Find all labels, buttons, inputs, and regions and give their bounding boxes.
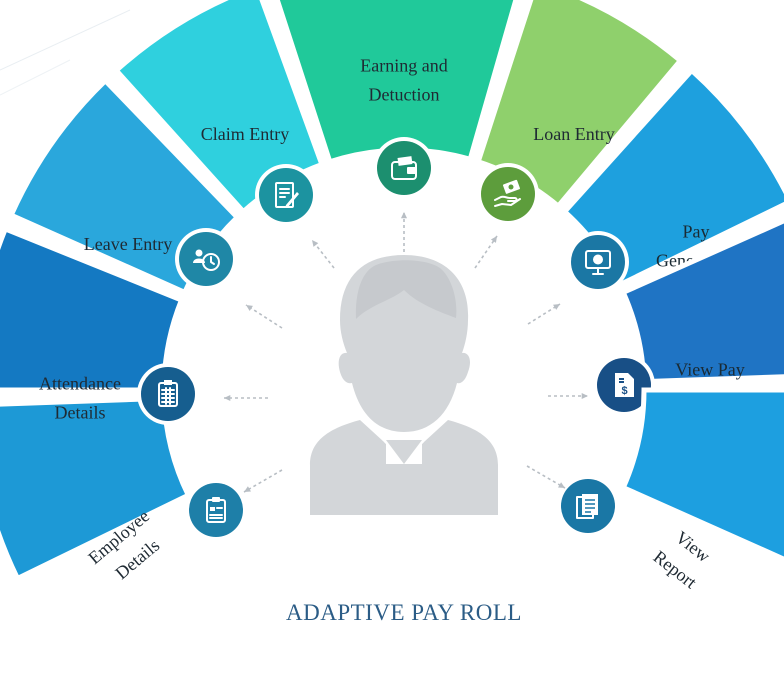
segment-label-line: Pay [683,222,710,242]
icon-glyph [158,380,178,407]
segment-label-line: Details [55,403,106,423]
wallet-icon [373,137,435,199]
icon-glyph [193,249,220,271]
segment-shape-view-pay-slip [619,218,784,385]
icon-glyph [206,497,226,523]
icon-glyph [275,182,299,208]
icon-glyph [494,179,521,207]
connector-arrow [245,304,283,329]
arrow-head [312,240,319,247]
arrow-head [558,482,565,488]
segment-loan-entry: Loan Entry [475,0,684,225]
icon-glyph [585,250,611,275]
monitor-pay-icon [567,231,629,293]
segment-shape-view-report [619,387,784,562]
hand-money-icon [477,163,539,225]
document-pen-icon [255,164,317,226]
icon-glyph [576,494,598,519]
pay-slip-icon: $ [593,354,655,416]
segment-label-loan-entry: Loan Entry [533,124,614,144]
svg-text:$: $ [621,385,627,397]
segment-label-line: Leave Entry [84,234,172,254]
segment-view-pay-slip: View PaySlip$ [593,218,784,416]
decorative-lines [0,9,131,96]
connector-arrow [526,465,566,489]
connector-arrow [243,469,283,493]
arrow-head [246,305,253,311]
diagram-title: ADAPTIVE PAY ROLL [286,600,522,625]
attendance-sheet-icon [137,363,199,425]
segment-employee-details: EmployeeDetails [0,395,247,583]
segment-leave-entry: Leave Entry [7,77,241,296]
segment-shape-pay-generation [561,66,784,289]
segment-label-line: Claim Entry [201,124,290,144]
arrow-head [244,486,251,492]
segment-label-line: Earning and [360,56,447,76]
arrows-layer [224,212,588,493]
arrow-head [400,212,408,219]
segment-shape-earning-and-deduction [274,0,519,165]
segment-view-report: ViewReport [557,387,784,593]
user-avatar-icon [310,255,498,515]
connector-arrow [474,235,498,269]
segment-shape-employee-details [0,395,192,582]
icon-glyph: $ [615,373,634,397]
segment-label-claim-entry: Claim Entry [201,124,290,144]
segment-label-leave-entry: Leave Entry [84,234,172,254]
user-clock-icon [175,228,237,290]
segment-label-line: View Pay [675,360,744,380]
arrow-head [553,304,560,310]
report-pages-icon [557,475,619,537]
segment-label-line: Attendance [39,374,121,394]
segment-label-line: Loan Entry [533,124,614,144]
clipboard-form-icon [185,479,247,541]
segment-pay-generation: PayGeneration [561,66,784,293]
segment-claim-entry: Claim Entry [112,0,326,226]
arrow-head [581,392,588,400]
icon-glyph [391,156,417,180]
arrow-head [224,394,231,402]
segment-label-view-report: ViewReport [650,524,719,593]
segment-label-line: Detuction [369,85,440,105]
arrow-head [490,236,497,243]
